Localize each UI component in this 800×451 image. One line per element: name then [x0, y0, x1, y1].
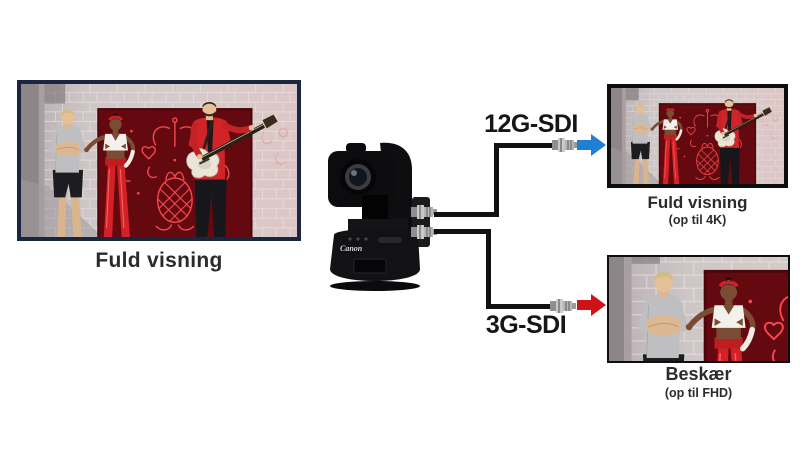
label-12g-sdi: 12G-SDI [484, 110, 578, 138]
cable-12g-segment [434, 212, 499, 217]
label-3g-sdi: 3G-SDI [485, 311, 567, 339]
output-crop-title: Beskær [665, 364, 732, 384]
output-full-subtitle: (op til 4K) [668, 213, 727, 227]
cable-3g-segment [434, 229, 491, 234]
band-photo-full [611, 88, 784, 184]
ptz-camera-icon: Canon [328, 142, 430, 291]
cable-3g-segment [486, 229, 491, 309]
band-photo-full [21, 84, 297, 237]
source-image-full-view [17, 80, 301, 241]
camera-logo: Canon [340, 244, 363, 253]
cable-12g-segment [494, 143, 499, 217]
band-photo-cropped [609, 257, 788, 361]
source-caption: Fuld visning [95, 249, 223, 272]
cable-3g-segment [486, 304, 554, 309]
arrow-right-blue-icon [577, 134, 606, 156]
cable-12g-segment [494, 143, 556, 148]
output-full-title: Fuld visning [647, 193, 748, 212]
output-image-full-view-4k [607, 84, 788, 188]
output-image-crop-fhd [607, 255, 790, 363]
arrow-right-red-icon [577, 294, 606, 316]
output-crop-subtitle: (op til FHD) [664, 386, 733, 400]
